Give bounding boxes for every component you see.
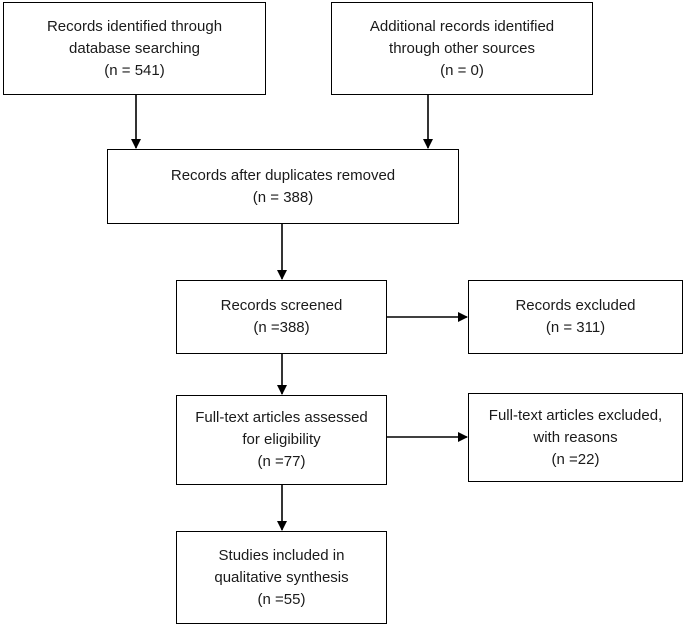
other-sources-line1: Additional records identified (369, 17, 555, 35)
box-screened: Records screened (n =388) (176, 280, 387, 354)
included-line2: qualitative synthesis (214, 568, 349, 586)
after-duplicates-line1: Records after duplicates removed (170, 166, 396, 184)
included-line1: Studies included in (218, 546, 345, 564)
fulltext-assessed-count: (n =77) (257, 453, 306, 470)
screened-count: (n =388) (253, 319, 310, 336)
fulltext-excluded-line2: with reasons (533, 428, 618, 446)
fulltext-excluded-line1: Full-text articles excluded, (488, 406, 663, 424)
excluded-count: (n = 311) (545, 319, 606, 336)
database-records-line1: Records identified through (46, 17, 223, 35)
screened-line1: Records screened (220, 297, 343, 314)
box-fulltext-assessed: Full-text articles assessed for eligibil… (176, 395, 387, 485)
box-after-duplicates: Records after duplicates removed (n = 38… (107, 149, 459, 224)
box-other-sources: Additional records identified through ot… (331, 2, 593, 95)
database-records-line2: database searching (69, 39, 200, 57)
fulltext-assessed-line1: Full-text articles assessed (195, 409, 368, 426)
box-excluded: Records excluded (n = 311) (468, 280, 683, 354)
other-sources-line2: through other sources (389, 39, 535, 57)
box-database-records: Records identified through database sear… (3, 2, 266, 95)
included-count: (n =55) (257, 590, 306, 608)
box-fulltext-excluded: Full-text articles excluded, with reason… (468, 393, 683, 482)
fulltext-excluded-count: (n =22) (551, 450, 600, 468)
excluded-line1: Records excluded (515, 297, 636, 314)
box-included: Studies included in qualitative synthesi… (176, 531, 387, 624)
fulltext-assessed-line2: for eligibility (242, 431, 321, 448)
other-sources-count: (n = 0) (440, 61, 484, 79)
database-records-count: (n = 541) (104, 61, 165, 79)
after-duplicates-count: (n = 388) (252, 188, 314, 206)
